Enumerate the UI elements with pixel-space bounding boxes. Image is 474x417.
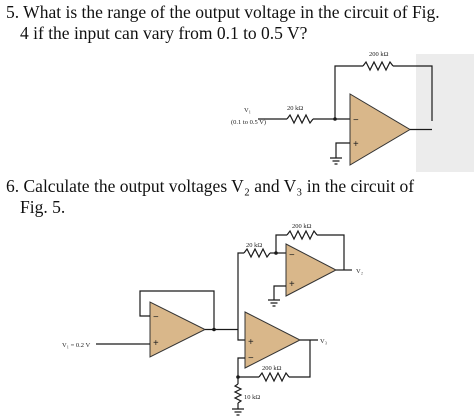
fig5-out-bottom-label: V₃ xyxy=(320,338,327,345)
fig4-minus-sign: − xyxy=(353,115,359,126)
problem-6-line-2: Fig. 5. xyxy=(20,197,66,217)
problem-5-line-2: 4 if the input can vary from 0.1 to 0.5 … xyxy=(20,23,308,43)
fig4-ground-icon xyxy=(330,157,342,165)
problem-6-line-1: 6. Calculate the output voltages V₂ and … xyxy=(6,176,415,196)
fig5-buffer-opamp xyxy=(149,301,207,358)
problem-5-line-1: 5. What is the range of the output volta… xyxy=(6,2,440,22)
fig5-out-top-label: V₂ xyxy=(356,268,363,275)
fig5-bottom-minus: − xyxy=(248,353,254,364)
fig4-r1-label: 20 kΩ xyxy=(287,105,303,112)
fig5-r-ground-label: 10 kΩ xyxy=(244,394,260,401)
fig5-r-top-f-label: 200 kΩ xyxy=(292,223,312,230)
fig5-top-ground-wire xyxy=(273,285,286,300)
figure-4-shading xyxy=(416,54,474,172)
fig5-bottom-feedback-left xyxy=(237,357,259,378)
fig5-bottom-feedback-right xyxy=(289,340,311,378)
figure-4-circuit: − + 200 kΩ 20 kΩ V₁ (0.1 to 0.5 V) xyxy=(231,51,433,166)
fig4-r1-resistor xyxy=(286,113,314,125)
fig5-buffer-plus: + xyxy=(153,338,159,349)
fig5-top-minus: − xyxy=(289,250,295,261)
fig5-input-label: V₁ = 0.2 V xyxy=(62,342,91,349)
fig5-bottom-opamp xyxy=(244,311,302,369)
fig4-rf-resistor xyxy=(362,60,394,72)
fig5-buffer-node xyxy=(212,327,216,332)
fig5-top-input-wire xyxy=(237,252,244,330)
problem-5-text: 5. What is the range of the output volta… xyxy=(6,2,440,44)
fig5-top-node xyxy=(274,251,278,255)
fig5-buffer-minus: − xyxy=(153,312,159,323)
fig4-plus-sign: + xyxy=(353,139,359,150)
fig5-r-top-in-label: 20 kΩ xyxy=(246,242,262,249)
fig4-ground-wire xyxy=(335,142,350,158)
fig5-buffer-feedback xyxy=(139,290,215,330)
fig4-rf-label: 200 kΩ xyxy=(369,51,389,58)
fig5-bottom-input-wire xyxy=(237,329,245,341)
fig5-bottom-plus: + xyxy=(248,337,254,348)
fig4-feedback-right xyxy=(393,65,433,121)
fig5-top-ground-icon xyxy=(268,299,280,307)
fig5-top-plus: + xyxy=(289,279,295,290)
problem-6-text: 6. Calculate the output voltages V₂ and … xyxy=(6,176,414,218)
fig4-node xyxy=(333,117,337,121)
fig4-opamp xyxy=(349,93,411,166)
fig5-r-top-f xyxy=(286,229,318,241)
fig4-input-label: V₁ xyxy=(244,107,251,114)
fig5-r-top-in xyxy=(243,247,271,259)
fig5-top-opamp xyxy=(285,243,338,297)
fig5-r-ground xyxy=(233,383,243,404)
fig4-input-range: (0.1 to 0.5 V) xyxy=(231,119,266,126)
fig5-r-bottom-f xyxy=(258,371,290,383)
figure-5-circuit: V₁ = 0.2 V − + 20 kΩ − + 200 kΩ V₂ xyxy=(62,223,363,416)
fig5-top-feedback-right xyxy=(317,234,345,270)
fig5-top-feedback-left xyxy=(275,234,287,253)
fig4-feedback-left xyxy=(334,65,363,119)
fig5-r-bottom-f-label: 200 kΩ xyxy=(262,365,282,372)
fig5-bottom-ground-icon xyxy=(232,408,244,416)
